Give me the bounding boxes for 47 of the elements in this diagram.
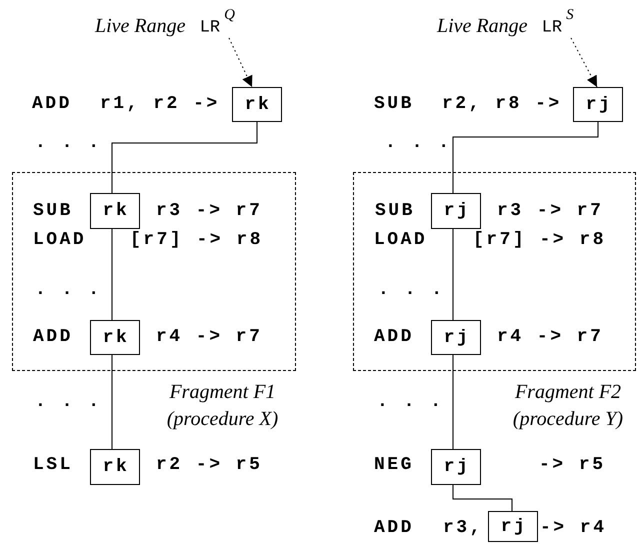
ellipsis-text: . . . xyxy=(378,279,445,301)
opcode-text: LSL xyxy=(33,454,73,476)
leader-arrow xyxy=(228,38,252,88)
ellipsis-text: . . . xyxy=(35,391,102,413)
opcode-text: SUB xyxy=(375,200,415,222)
register-box: rk xyxy=(90,449,140,485)
ellipsis-text: . . . xyxy=(377,391,444,413)
opcode-text: ADD xyxy=(374,517,414,539)
fragment-caption: Fragment F2 (procedure Y) xyxy=(512,380,624,432)
ellipsis-text: . . . xyxy=(35,279,102,301)
connector-line xyxy=(452,122,598,194)
opcode-text: ADD xyxy=(374,326,414,348)
connector-line xyxy=(452,228,454,320)
operand-text: -> r4 xyxy=(540,517,607,539)
opcode-text: LOAD xyxy=(374,229,428,251)
ellipsis-text: . . . xyxy=(35,132,102,154)
opcode-text: NEG xyxy=(374,454,414,476)
register-box: rj xyxy=(431,320,481,355)
operand-text: r3, xyxy=(443,517,483,539)
operand-text: r4 -> r7 xyxy=(156,326,262,348)
operand-text: r3 -> r7 xyxy=(497,200,604,222)
ellipsis-text: . . . xyxy=(385,132,452,154)
register-box: rk xyxy=(90,320,140,355)
operand-text: [r7] -> r8 xyxy=(473,229,606,251)
opcode-text: LOAD xyxy=(33,229,86,251)
opcode-text: ADD xyxy=(32,93,72,115)
register-box: rk xyxy=(90,193,140,229)
operand-text: r2, r8 -> xyxy=(442,93,562,115)
operand-text: [r7] -> r8 xyxy=(130,229,264,251)
register-box: rj xyxy=(488,511,538,542)
operand-text: r1, r2 -> xyxy=(100,93,220,115)
operand-text: r3 -> r7 xyxy=(156,200,262,222)
register-box: rj xyxy=(573,87,623,122)
register-box: rj xyxy=(431,193,481,229)
register-box: rk xyxy=(232,87,282,122)
connector-line xyxy=(112,122,258,194)
register-box: rj xyxy=(431,449,481,485)
opcode-text: SUB xyxy=(374,93,414,115)
leader-arrow xyxy=(570,38,598,88)
operand-text: r2 -> r5 xyxy=(156,454,262,476)
connector-line xyxy=(452,354,454,450)
fragment-caption: Fragment F1 (procedure X) xyxy=(166,380,280,432)
opcode-text: SUB xyxy=(33,200,73,222)
operand-text: -> r5 xyxy=(539,454,606,476)
opcode-text: ADD xyxy=(33,326,73,348)
operand-text: r4 -> r7 xyxy=(497,326,604,348)
connector-line xyxy=(452,484,512,512)
